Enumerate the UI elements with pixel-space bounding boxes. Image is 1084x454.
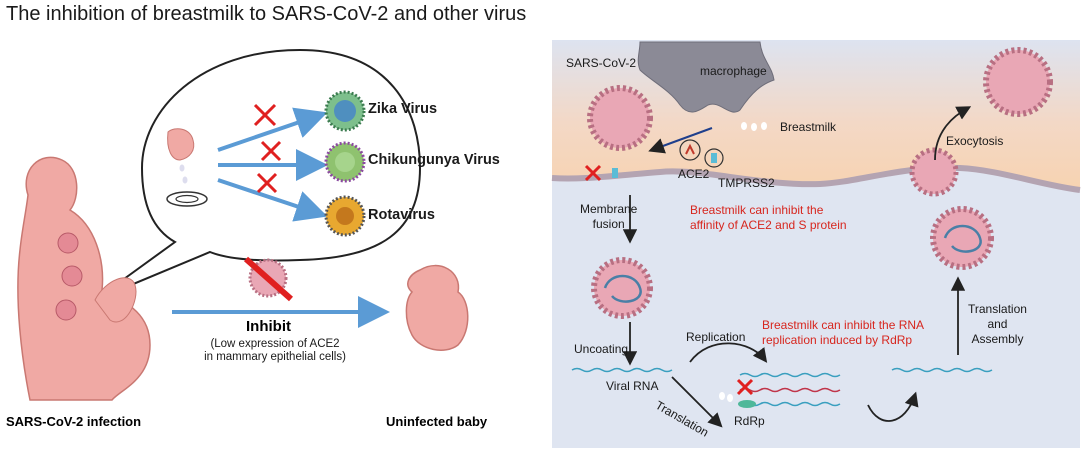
tmprss2-label: TMPRSS2 bbox=[718, 176, 775, 190]
baby-icon bbox=[405, 264, 469, 351]
inhibit-ace2-line2: affinity of ACE2 and S protein bbox=[690, 218, 847, 232]
inhibit-note-line2: in mammary epithelial cells) bbox=[204, 351, 346, 363]
sars-label: SARS-CoV-2 bbox=[566, 56, 637, 70]
macrophage-label: macrophage bbox=[700, 64, 767, 78]
sars-virus-budding-icon bbox=[909, 147, 959, 197]
macrophage-icon bbox=[637, 41, 775, 113]
virus-arrows bbox=[217, 107, 328, 222]
inhibit-ace2-note: Breastmilk can inhibit the affinity of A… bbox=[690, 203, 847, 233]
breastmilk-label: Breastmilk bbox=[780, 120, 837, 134]
zika-virus-icon bbox=[324, 90, 366, 132]
inhibit-note: (Low expression of ACE2 in mammary epith… bbox=[186, 338, 364, 364]
inhibit-rna-note: Breastmilk can inhibit the RNA replicati… bbox=[762, 318, 924, 348]
sars-virus-assembly-icon bbox=[930, 206, 994, 270]
inhibit-rna-line1: Breastmilk can inhibit the RNA bbox=[762, 318, 925, 332]
exocytosis-label: Exocytosis bbox=[946, 134, 1004, 148]
translation-assembly-line3: Assembly bbox=[971, 332, 1024, 346]
inhibit-rna-line2: replication induced by RdRp bbox=[762, 333, 913, 347]
sars-virus-cell-icon bbox=[591, 257, 653, 319]
rdrp-cross-icon bbox=[736, 378, 754, 396]
mother-label: SARS-CoV-2 infection bbox=[6, 414, 142, 429]
sars-virus-exit-icon bbox=[983, 47, 1053, 117]
uncoating-label: Uncoating bbox=[574, 342, 629, 356]
rna-strands bbox=[571, 367, 993, 407]
mother-icon bbox=[17, 156, 151, 401]
translation-assembly-label: Translation and Assembly bbox=[968, 302, 1027, 347]
virus-label-zika: Zika Virus bbox=[368, 101, 438, 117]
viral-rna-label: Viral RNA bbox=[606, 379, 659, 393]
tmprss2-icon bbox=[612, 168, 618, 178]
translation-assembly-line1: Translation bbox=[968, 302, 1027, 316]
translation-assembly-line2: and bbox=[987, 317, 1008, 331]
inhibit-ace2-line1: Breastmilk can inhibit the bbox=[690, 203, 824, 217]
sars-virus-top-icon bbox=[587, 85, 653, 151]
rdrp-label: RdRp bbox=[734, 414, 765, 428]
rotavirus-icon bbox=[324, 195, 366, 237]
virus-label-chikungunya: Chikungunya Virus bbox=[368, 152, 500, 168]
baby-label: Uninfected baby bbox=[386, 414, 488, 429]
membrane-fusion-line2: fusion bbox=[592, 217, 625, 231]
cross-icon bbox=[253, 103, 282, 194]
replication-label: Replication bbox=[686, 330, 746, 344]
inhibit-label: Inhibit bbox=[246, 318, 291, 335]
rdrp-icon bbox=[719, 392, 756, 408]
receptor-cross-icon bbox=[584, 164, 602, 182]
page-title: The inhibition of breastmilk to SARS-CoV… bbox=[6, 3, 527, 25]
virus-label-rotavirus: Rotavirus bbox=[368, 207, 435, 223]
membrane-fusion-line1: Membrane bbox=[580, 202, 638, 216]
flow-arrows bbox=[622, 106, 972, 428]
chikungunya-virus-icon bbox=[324, 141, 366, 183]
breastmilk-drops-icon bbox=[741, 122, 767, 131]
breastmilk-arrow bbox=[648, 127, 713, 154]
blocked-sars-icon bbox=[244, 256, 293, 302]
ace2-receptor-icon bbox=[679, 139, 724, 168]
inhibit-note-line1: (Low expression of ACE2 bbox=[210, 338, 340, 350]
ace2-label: ACE2 bbox=[678, 167, 710, 181]
breastmilk-drop-icon bbox=[166, 128, 208, 207]
membrane-fusion-label: Membrane fusion bbox=[580, 202, 637, 232]
